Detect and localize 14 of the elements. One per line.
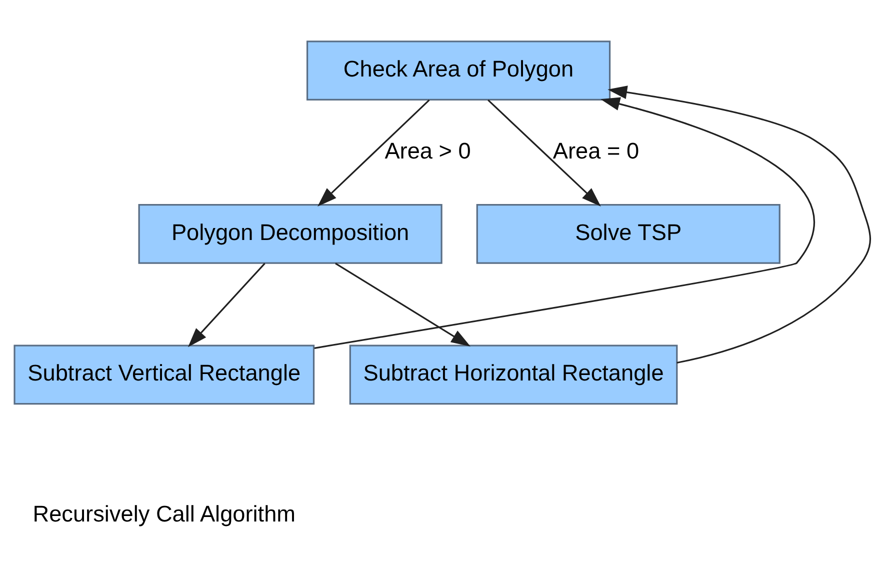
node-box: Subtract Vertical Rectangle (14, 344, 315, 404)
node-box: Solve TSP (476, 204, 780, 264)
arrow (314, 96, 815, 348)
node-box: Polygon Decomposition (138, 204, 442, 264)
edge-label: Area = 0 (552, 138, 640, 163)
arrow (488, 99, 601, 206)
label: Recursively Call Algorithm (32, 500, 296, 526)
arrow (318, 99, 430, 206)
arrow (608, 85, 871, 364)
node-box: Check Area of Polygon (306, 40, 611, 100)
arrow (335, 262, 471, 346)
node-box: Subtract Horizontal Rectangle (349, 344, 678, 404)
arrow (188, 262, 266, 347)
edge-label: Area > 0 (384, 138, 471, 163)
